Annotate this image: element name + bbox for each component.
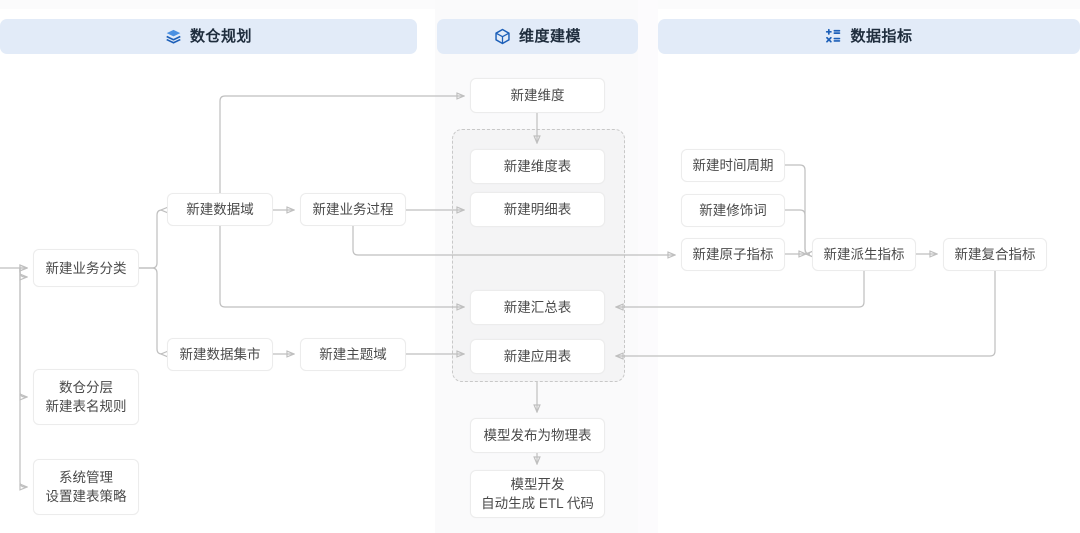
node-model-development-etl[interactable]: 模型开发 自动生成 ETL 代码 <box>470 470 605 518</box>
section-header-warehouse-planning[interactable]: 数仓规划 <box>0 19 417 54</box>
node-new-application-table[interactable]: 新建应用表 <box>470 339 605 374</box>
node-new-derived-metric[interactable]: 新建派生指标 <box>812 238 916 271</box>
node-new-dimension-table[interactable]: 新建维度表 <box>470 149 605 184</box>
node-new-dimension[interactable]: 新建维度 <box>470 78 605 113</box>
node-new-detail-table[interactable]: 新建明细表 <box>470 192 605 227</box>
calculator-icon <box>825 28 842 45</box>
cube-icon <box>494 28 511 45</box>
layers-icon <box>165 28 182 45</box>
column-tint-gap-right <box>638 0 658 533</box>
node-new-business-category[interactable]: 新建业务分类 <box>33 249 139 287</box>
node-new-subject-domain[interactable]: 新建主题域 <box>300 338 406 371</box>
node-new-modifier[interactable]: 新建修饰词 <box>681 194 785 227</box>
section-header-data-metrics[interactable]: 数据指标 <box>658 19 1080 54</box>
node-new-time-period[interactable]: 新建时间周期 <box>681 149 785 182</box>
node-new-data-mart[interactable]: 新建数据集市 <box>167 338 273 371</box>
section-header-label: 维度建模 <box>518 28 581 45</box>
section-header-dimensional-modeling[interactable]: 维度建模 <box>437 19 638 54</box>
node-new-business-process[interactable]: 新建业务过程 <box>300 193 406 226</box>
node-warehouse-layering[interactable]: 数仓分层 新建表名规则 <box>33 369 139 425</box>
node-new-atomic-metric[interactable]: 新建原子指标 <box>681 238 785 271</box>
node-new-composite-metric[interactable]: 新建复合指标 <box>943 238 1047 271</box>
section-header-label: 数据指标 <box>850 28 913 45</box>
node-new-data-domain[interactable]: 新建数据域 <box>167 193 273 226</box>
node-new-summary-table[interactable]: 新建汇总表 <box>470 290 605 325</box>
section-header-label: 数仓规划 <box>189 28 252 45</box>
node-system-management[interactable]: 系统管理 设置建表策略 <box>33 459 139 515</box>
node-publish-physical-table[interactable]: 模型发布为物理表 <box>470 418 605 453</box>
